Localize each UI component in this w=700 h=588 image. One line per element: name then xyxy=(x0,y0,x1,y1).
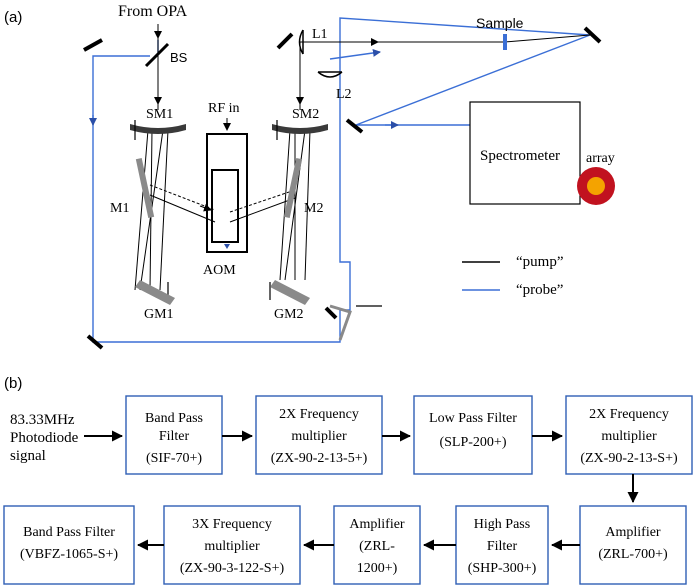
m1-mirror xyxy=(135,158,155,218)
gm2-grating xyxy=(270,280,310,305)
block-9-line1: Band Pass Filter xyxy=(23,525,115,540)
block-3-line2: (SLP-200+) xyxy=(439,435,506,450)
aom-housing xyxy=(206,133,248,253)
panel-a: (a) From OPA xyxy=(4,3,615,350)
translation-arrows xyxy=(134,120,382,307)
aom-crystal xyxy=(211,169,239,243)
input-label-line3: signal xyxy=(10,448,46,464)
block-8-line3: (ZX-90-3-122-S+) xyxy=(180,561,285,576)
flat-mirrors xyxy=(83,26,602,350)
m2-label: M2 xyxy=(304,201,323,216)
sm2-label: SM2 xyxy=(292,107,319,122)
aom-output-arrow xyxy=(224,244,230,249)
block-2-line2: multiplier xyxy=(291,429,347,444)
array-detector-inner xyxy=(587,177,605,195)
block-5-line2: (ZRL-700+) xyxy=(598,547,668,562)
m1-label: M1 xyxy=(110,201,129,216)
input-label-line1: 83.33MHz xyxy=(10,412,75,428)
flow-arrows xyxy=(84,430,639,551)
block-3-line1: Low Pass Filter xyxy=(429,411,517,426)
sm1-mirror xyxy=(130,124,186,134)
block-7-line1: Amplifier xyxy=(349,517,405,532)
block-3: Low Pass Filter (SLP-200+) xyxy=(413,395,533,475)
block-2-line1: 2X Frequency xyxy=(279,407,359,422)
block-9: Band Pass Filter (VBFZ-1065-S+) xyxy=(3,505,135,585)
l2-label: L2 xyxy=(336,87,352,102)
spectrometer-label: Spectrometer xyxy=(480,148,560,164)
spectrometer-box xyxy=(469,101,581,205)
block-4: 2X Frequency multiplier (ZX-90-2-13-S+) xyxy=(565,395,693,475)
gm1-label: GM1 xyxy=(144,307,174,322)
gm2-label: GM2 xyxy=(274,307,304,322)
array-label: array xyxy=(586,151,615,166)
block-2-line3: (ZX-90-2-13-5+) xyxy=(271,451,368,466)
sm1-label: SM1 xyxy=(146,107,173,122)
block-7-line3: 1200+) xyxy=(357,561,398,576)
block-1-line3: (SIF-70+) xyxy=(146,451,202,466)
block-4-line3: (ZX-90-2-13-S+) xyxy=(580,451,678,466)
block-7: Amplifier (ZRL- 1200+) xyxy=(333,505,421,585)
probe-beam xyxy=(89,17,591,343)
block-8: 3X Frequency multiplier (ZX-90-3-122-S+) xyxy=(163,505,301,585)
m2-mirror xyxy=(283,158,303,218)
block-5: Amplifier (ZRL-700+) xyxy=(579,505,687,585)
legend-pump-label: “pump” xyxy=(516,254,563,270)
block-2: 2X Frequency multiplier (ZX-90-2-13-5+) xyxy=(255,395,383,475)
block-8-line2: multiplier xyxy=(204,539,260,554)
gm1-grating xyxy=(135,280,175,305)
beam-splitter xyxy=(144,42,170,68)
block-8-line1: 3X Frequency xyxy=(192,517,272,532)
block-1-line2: Filter xyxy=(159,429,190,444)
sample-label: Sample xyxy=(476,15,524,31)
block-6-line1: High Pass xyxy=(474,517,530,532)
block-6-line3: (SHP-300+) xyxy=(468,561,537,576)
lens-l2 xyxy=(317,71,343,78)
panel-a-label: (a) xyxy=(4,9,22,26)
block-4-line2: multiplier xyxy=(601,429,657,444)
l1-label: L1 xyxy=(312,27,328,42)
input-label-line2: Photodiode xyxy=(10,430,79,446)
block-6: High Pass Filter (SHP-300+) xyxy=(455,505,549,585)
aom-label: AOM xyxy=(203,263,236,278)
block-5-line1: Amplifier xyxy=(605,525,661,540)
lens-l1 xyxy=(298,29,304,55)
sample-cell xyxy=(503,34,507,50)
panel-b-label: (b) xyxy=(4,375,22,392)
legend-probe-label: “probe” xyxy=(516,282,563,298)
retroreflector xyxy=(329,304,352,341)
sm2-mirror xyxy=(272,124,328,134)
block-6-line2: Filter xyxy=(487,539,518,554)
block-9-line2: (VBFZ-1065-S+) xyxy=(20,547,118,562)
block-1-line1: Band Pass xyxy=(145,411,203,426)
rf-in-label: RF in xyxy=(208,101,240,116)
from-opa-label: From OPA xyxy=(118,3,188,20)
block-1: Band Pass Filter (SIF-70+) xyxy=(125,395,223,475)
bs-label: BS xyxy=(170,50,188,65)
block-4-line1: 2X Frequency xyxy=(589,407,669,422)
pump-arrows xyxy=(154,26,379,212)
panel-b: (b) 83.33MHz Photodiode signal Band Pass… xyxy=(3,375,693,585)
block-7-line2: (ZRL- xyxy=(359,539,395,554)
